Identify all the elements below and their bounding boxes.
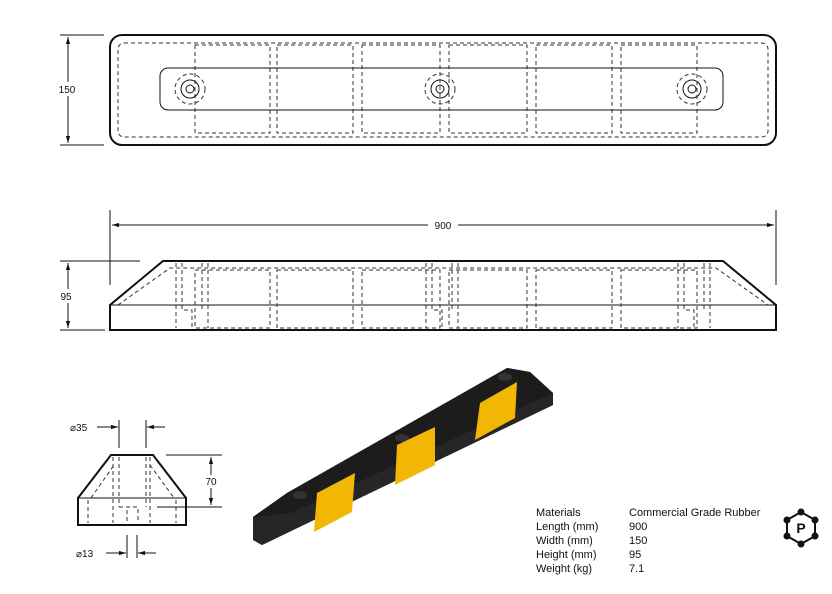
spec-value: 900 xyxy=(629,521,647,533)
reflector-panel xyxy=(475,382,517,440)
spec-label: Height (mm) xyxy=(536,549,597,561)
hidden-cavity xyxy=(535,44,613,134)
hidden-cavity xyxy=(361,44,441,134)
width-dimension: 150 xyxy=(59,85,76,96)
hidden-cavity xyxy=(620,44,698,134)
length-dimension: 900 xyxy=(435,221,452,232)
mounting-slot xyxy=(159,67,724,111)
bolt-hole xyxy=(424,73,456,105)
hidden-cavity xyxy=(448,44,528,134)
logo-letter: P xyxy=(796,520,805,536)
spec-label: Weight (kg) xyxy=(536,563,592,575)
bolt-hole xyxy=(293,491,307,499)
hidden-cavity xyxy=(620,269,698,329)
bolt-channel xyxy=(677,263,711,328)
side-view: 900 95 xyxy=(55,210,777,331)
reflector-panel xyxy=(395,427,435,485)
hidden-cavity xyxy=(535,269,613,329)
spec-value: 7.1 xyxy=(629,563,644,575)
hole-bottom-diameter: ⌀13 xyxy=(76,549,94,560)
hole-top-diameter: ⌀35 xyxy=(70,423,88,434)
wheel-stop-3d-render xyxy=(253,368,553,545)
top-view: 150 xyxy=(55,34,777,146)
end-view: ⌀35 70 ⌀13 xyxy=(70,420,222,560)
hidden-cavity xyxy=(194,44,271,134)
bolt-hole xyxy=(676,73,708,105)
spec-value: 150 xyxy=(629,535,647,547)
hidden-cavity xyxy=(448,269,528,329)
bolt-channel xyxy=(425,263,459,328)
bolt-hole xyxy=(498,373,512,381)
spec-label: Width (mm) xyxy=(536,535,593,547)
spec-label: Length (mm) xyxy=(536,521,598,533)
hidden-cavity xyxy=(361,269,441,329)
bolt-channel xyxy=(175,263,209,328)
bolt-hole xyxy=(174,73,206,105)
spec-label: Materials xyxy=(536,507,581,519)
end-height-dimension: 70 xyxy=(205,477,217,488)
brand-logo: P xyxy=(783,508,819,548)
bolt-hole xyxy=(395,434,409,442)
hidden-cavity xyxy=(194,269,271,329)
height-dimension: 95 xyxy=(60,292,72,303)
hidden-cavity xyxy=(276,269,354,329)
spec-value: Commercial Grade Rubber xyxy=(629,507,761,519)
hidden-cavity xyxy=(276,44,354,134)
spec-value: 95 xyxy=(629,549,641,561)
reflector-panel xyxy=(314,473,355,532)
